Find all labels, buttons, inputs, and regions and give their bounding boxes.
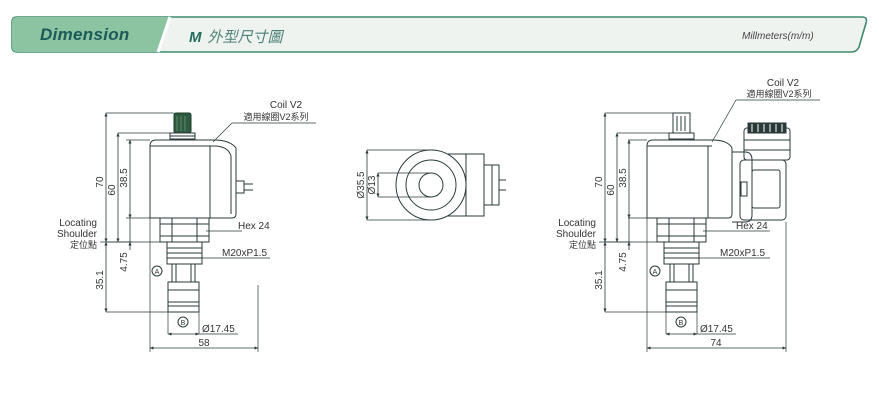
din-connector — [732, 122, 791, 223]
height-70-label-left: 70 — [95, 176, 106, 188]
locating-label-left: Locating — [59, 218, 97, 229]
locating-zh-label-left: 定位點 — [70, 239, 97, 250]
hex-label-left: Hex 24 — [238, 221, 270, 232]
units-label: Millmeters(m/m) — [742, 31, 814, 42]
coil-terminal-nut — [169, 112, 196, 140]
height-38-5-label-right: 38.5 — [618, 168, 629, 188]
width-74-label: 74 — [710, 338, 722, 349]
right-side-view — [599, 99, 820, 352]
coil-v2-zh-label-right: 適用線圈V2系列 — [746, 88, 811, 99]
shoulder-label-right: Shoulder — [556, 229, 597, 240]
hex-nut — [159, 217, 210, 243]
coil-v2-label-left: Coil V2 — [270, 100, 303, 111]
height-35-1-label-right: 35.1 — [594, 270, 605, 290]
height-38-5-label-left: 38.5 — [119, 168, 130, 188]
coil-terminal-nut-right — [668, 112, 695, 140]
shoulder-label-left: Shoulder — [57, 229, 98, 240]
height-70-label-right: 70 — [594, 176, 605, 188]
model-letter: M — [189, 29, 202, 46]
locating-label-right: Locating — [558, 218, 596, 229]
locating-zh-label-right: 定位點 — [569, 239, 596, 250]
coil-inner-circle — [405, 159, 457, 211]
port-b-label-left: B — [181, 320, 186, 327]
top-view — [365, 149, 506, 221]
port-a-marker-left — [151, 265, 163, 277]
coil-v2-label-right: Coil V2 — [767, 78, 800, 89]
port-b-label-right: B — [679, 320, 684, 327]
thread-label-left: M20xP1.5 — [222, 248, 267, 259]
section-title: Dimension — [40, 25, 130, 44]
height-60-label-left: 60 — [107, 184, 118, 196]
left-side-view — [100, 112, 316, 352]
width-58-label: 58 — [198, 338, 210, 349]
coil-v2-zh-label-left: 適用線圈V2系列 — [243, 111, 308, 122]
header-banner: Dimension M 外型尺寸圖 Millmeters(m/m) — [0, 0, 879, 60]
diameter-35-5-label: Ø35.5 — [356, 171, 367, 199]
port-a-label-left: A — [155, 269, 160, 276]
height-60-label-right: 60 — [606, 184, 617, 196]
height-4-75-label-left: 4.75 — [119, 252, 130, 272]
diameter-label-left: Ø17.45 — [202, 324, 235, 335]
port-a-label-right: A — [653, 269, 658, 276]
chinese-title: 外型尺寸圖 — [207, 29, 283, 46]
height-35-1-label-left: 35.1 — [95, 270, 106, 290]
thread-section — [166, 241, 203, 313]
port-b-marker-left — [177, 316, 189, 328]
hex-label-right: Hex 24 — [736, 221, 768, 232]
port-b-marker-right — [675, 316, 687, 328]
page-title: M 外型尺寸圖 — [189, 26, 283, 47]
diameter-13-label: Ø13 — [367, 175, 378, 194]
height-4-75-label-right: 4.75 — [618, 252, 629, 272]
banner-shape — [11, 16, 868, 53]
core-circle — [418, 172, 444, 198]
port-a-marker-right — [649, 265, 661, 277]
thread-label-right: M20xP1.5 — [720, 248, 765, 259]
coil-body — [149, 139, 253, 219]
diameter-label-right: Ø17.45 — [700, 324, 733, 335]
